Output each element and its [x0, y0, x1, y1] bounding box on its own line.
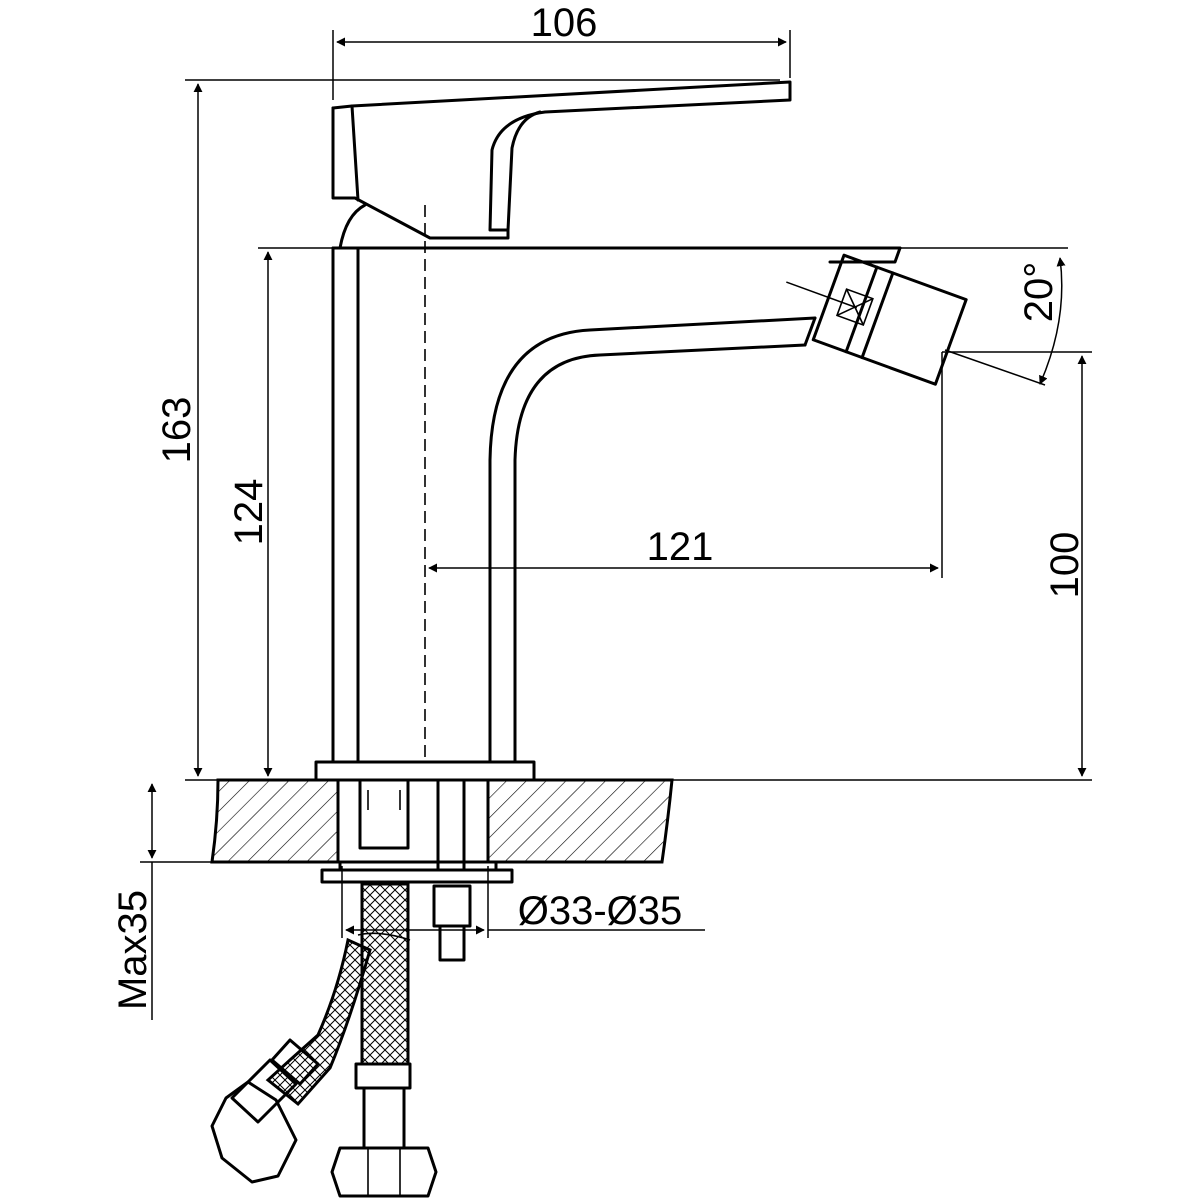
- dim-body-height: 124: [227, 247, 333, 777]
- spout: [488, 316, 817, 764]
- countertop-section: [210, 778, 674, 864]
- dim-max-thickness-label: Max35: [111, 890, 155, 1010]
- bidet-nozzle: [786, 253, 968, 386]
- dim-nozzle-angle: 20°: [900, 247, 1068, 386]
- dim-total-height: 163: [155, 79, 780, 777]
- dim-body-height-label: 124: [227, 479, 271, 546]
- dim-outlet-height-label: 100: [1043, 532, 1087, 599]
- dim-hole-diameter-label: Ø33-Ø35: [518, 889, 683, 933]
- dim-spout-reach: 121: [428, 352, 943, 578]
- dim-total-height-label: 163: [155, 397, 199, 464]
- dim-max-thickness: Max35: [111, 783, 218, 1020]
- dim-hole-diameter: Ø33-Ø35: [341, 866, 705, 938]
- dim-nozzle-angle-label: 20°: [1017, 262, 1061, 323]
- dim-handle-width: 106: [332, 1, 791, 100]
- flexible-hoses: [210, 882, 438, 1198]
- lever-handle: [331, 80, 792, 240]
- dim-outlet-height: 100: [942, 351, 1092, 777]
- dim-handle-width-label: 106: [531, 1, 598, 45]
- dim-spout-reach-label: 121: [647, 525, 714, 569]
